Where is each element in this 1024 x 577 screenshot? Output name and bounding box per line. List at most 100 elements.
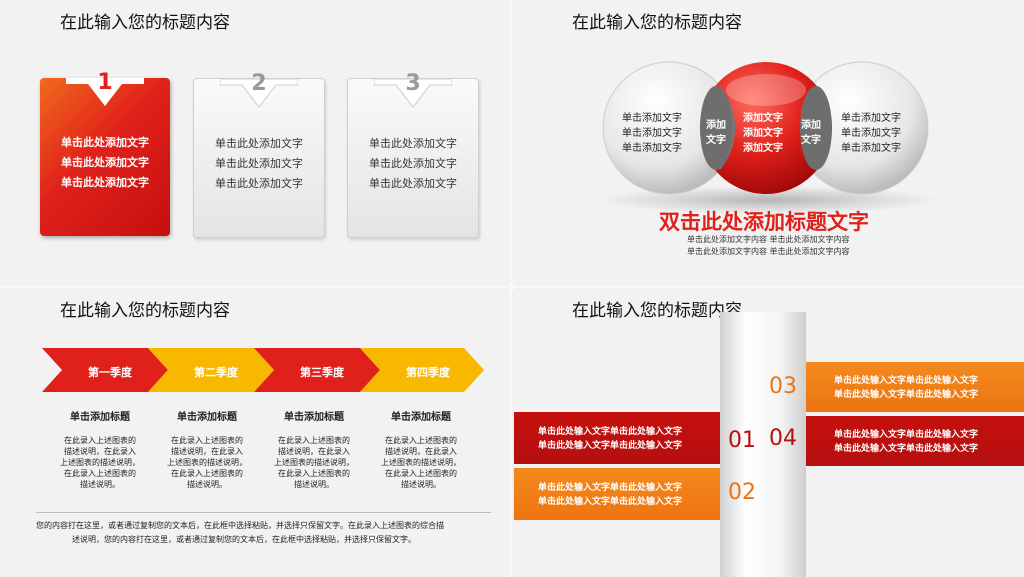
down-arrow-icon: [374, 79, 452, 108]
left-overlap-line: 添加: [706, 120, 726, 131]
slide-title: 在此输入您的标题内容: [572, 13, 742, 33]
column-desc: 在此录入上述图表的: [385, 436, 457, 445]
column-desc: 在此录入上述图表的: [385, 469, 457, 478]
right-circle-line: 单击添加文字: [841, 113, 901, 124]
column-desc: 描述说明。: [294, 480, 334, 489]
column-desc: 描述说明。: [187, 480, 227, 489]
band-04[interactable]: [806, 416, 1024, 466]
card-line: 单击此处添加文字: [215, 157, 303, 170]
column-desc: 在此录入上述图表的: [278, 436, 350, 445]
column-desc: 描述说明，在此录入: [278, 447, 350, 456]
slide-4: 在此输入您的标题内容 单击此处输入文字单击此处输入文字 单击此处输入文字单击此处…: [514, 290, 1024, 577]
venn-center-circle: [700, 62, 832, 194]
item-number: 03: [769, 374, 797, 399]
right-circle-line: 单击添加文字: [841, 143, 901, 154]
card-line: 单击此处添加文字: [61, 136, 149, 149]
column-heading: 单击添加标题: [391, 412, 451, 423]
step-number: 1: [97, 70, 113, 95]
column-heading: 单击添加标题: [70, 412, 130, 423]
card-line: 单击此处添加文字: [369, 157, 457, 170]
footer-line: 您的内容打在这里，或者通过复制您的文本后，在此框中选择粘贴，并选择只保留文字。在…: [36, 521, 444, 530]
right-overlap-line: 添加: [801, 120, 821, 131]
slide-title: 在此输入您的标题内容: [60, 13, 230, 33]
band-text: 单击此处输入文字单击此处输入文字: [538, 427, 683, 437]
sub-line: 单击此处添加文字内容 单击此处添加文字内容: [687, 247, 850, 256]
band-02[interactable]: [514, 468, 720, 520]
item-number: 02: [728, 480, 756, 505]
slide-2: 在此输入您的标题内容 单击添加文字 单击添加文字 单击添加文字 添加 文字 添加…: [514, 0, 1024, 284]
step-card-1[interactable]: 1 单击此处添加文字 单击此处添加文字 单击此处添加文字: [40, 70, 170, 236]
column-desc: 描述说明，在此录入: [171, 447, 243, 456]
band-01[interactable]: [514, 412, 720, 464]
step-card-3[interactable]: 3 单击此处添加文字 单击此处添加文字 单击此处添加文字: [347, 71, 479, 238]
column-desc: 上述图表的描述说明，: [60, 458, 140, 467]
center-pillar: [720, 312, 806, 577]
slide-3: 在此输入您的标题内容 第一季度 第二季度 第三季度 第四季度 单击添加标题 在此…: [0, 290, 508, 577]
column-desc: 在此录入上述图表的: [64, 469, 136, 478]
column-desc: 描述说明，在此录入: [64, 447, 136, 456]
card-line: 单击此处添加文字: [369, 137, 457, 150]
quarter-label: 第一季度: [88, 366, 132, 379]
column-desc: 在此录入上述图表的: [171, 436, 243, 445]
slide-title: 在此输入您的标题内容: [60, 301, 230, 321]
quarter-column-2: 单击添加标题 在此录入上述图表的 描述说明，在此录入 上述图表的描述说明， 在此…: [152, 408, 262, 490]
left-circle-line: 单击添加文字: [622, 143, 682, 154]
quarter-chevrons: [42, 348, 484, 392]
band-text: 单击此处输入文字单击此处输入文字: [538, 441, 683, 451]
chevron-q3: [254, 348, 380, 392]
quarter-label: 第四季度: [406, 366, 450, 379]
card-line: 单击此处添加文字: [61, 176, 149, 189]
left-circle-line: 单击添加文字: [622, 113, 682, 124]
quarter-label: 第三季度: [300, 366, 344, 379]
band-text: 单击此处输入文字单击此处输入文字: [538, 497, 683, 507]
column-desc: 在此录入上述图表的: [64, 436, 136, 445]
center-circle-line: 添加文字: [743, 128, 783, 139]
card-line: 单击此处添加文字: [61, 156, 149, 169]
column-desc: 描述说明。: [401, 480, 441, 489]
sub-line: 单击此处添加文字内容 单击此处添加文字内容: [687, 235, 850, 244]
item-number: 04: [769, 426, 797, 451]
quarter-column-3: 单击添加标题 在此录入上述图表的 描述说明，在此录入 上述图表的描述说明， 在此…: [259, 408, 369, 490]
column-desc: 上述图表的描述说明，: [167, 458, 247, 467]
card-line: 单击此处添加文字: [215, 177, 303, 190]
quarter-column-4: 单击添加标题 在此录入上述图表的 描述说明，在此录入 上述图表的描述说明， 在此…: [366, 408, 476, 490]
divider: [36, 512, 491, 513]
chevron-q1: [42, 348, 168, 392]
chevron-q4: [360, 348, 484, 392]
band-text: 单击此处输入文字单击此处输入文字: [834, 444, 979, 454]
venn-diagram: [599, 61, 939, 214]
left-circle-line: 单击添加文字: [622, 128, 682, 139]
column-heading: 单击添加标题: [177, 412, 237, 423]
left-overlap-line: 文字: [706, 135, 726, 146]
slide-1: 在此输入您的标题内容 1 单击此处添加文字 单击此处添加文字 单击此处添加文字 …: [0, 0, 508, 284]
column-desc: 上述图表的描述说明，: [381, 458, 461, 467]
column-desc: 描述说明。: [80, 480, 120, 489]
down-arrow-icon: [220, 79, 298, 108]
right-circle-line: 单击添加文字: [841, 128, 901, 139]
quarter-label: 第二季度: [194, 366, 238, 379]
quarter-column-1: 单击添加标题 在此录入上述图表的 描述说明，在此录入 上述图表的描述说明， 在此…: [45, 408, 155, 490]
down-arrow-icon: [66, 78, 144, 106]
band-text: 单击此处输入文字单击此处输入文字: [834, 430, 979, 440]
band-03[interactable]: [806, 362, 1024, 412]
band-text: 单击此处输入文字单击此处输入文字: [834, 376, 979, 386]
headline[interactable]: 双击此处添加标题文字: [659, 210, 869, 234]
footer-line: 述说明，您的内容打在这里，或者通过复制您的文本后，在此框中选择粘贴，并选择只保留…: [72, 535, 416, 544]
item-number: 01: [728, 428, 756, 453]
column-desc: 在此录入上述图表的: [171, 469, 243, 478]
right-overlap-line: 文字: [801, 135, 821, 146]
chevron-q2: [148, 348, 274, 392]
band-text: 单击此处输入文字单击此处输入文字: [834, 390, 979, 400]
band-text: 单击此处输入文字单击此处输入文字: [538, 483, 683, 493]
column-desc: 上述图表的描述说明，: [274, 458, 354, 467]
center-circle-line: 添加文字: [743, 143, 783, 154]
step-card-2[interactable]: 2 单击此处添加文字 单击此处添加文字 单击此处添加文字: [193, 71, 325, 238]
column-heading: 单击添加标题: [284, 412, 344, 423]
column-desc: 描述说明，在此录入: [385, 447, 457, 456]
step-number: 3: [405, 71, 421, 96]
column-desc: 在此录入上述图表的: [278, 469, 350, 478]
card-line: 单击此处添加文字: [369, 177, 457, 190]
center-circle-line: 添加文字: [743, 113, 783, 124]
card-line: 单击此处添加文字: [215, 137, 303, 150]
step-number: 2: [251, 71, 267, 96]
